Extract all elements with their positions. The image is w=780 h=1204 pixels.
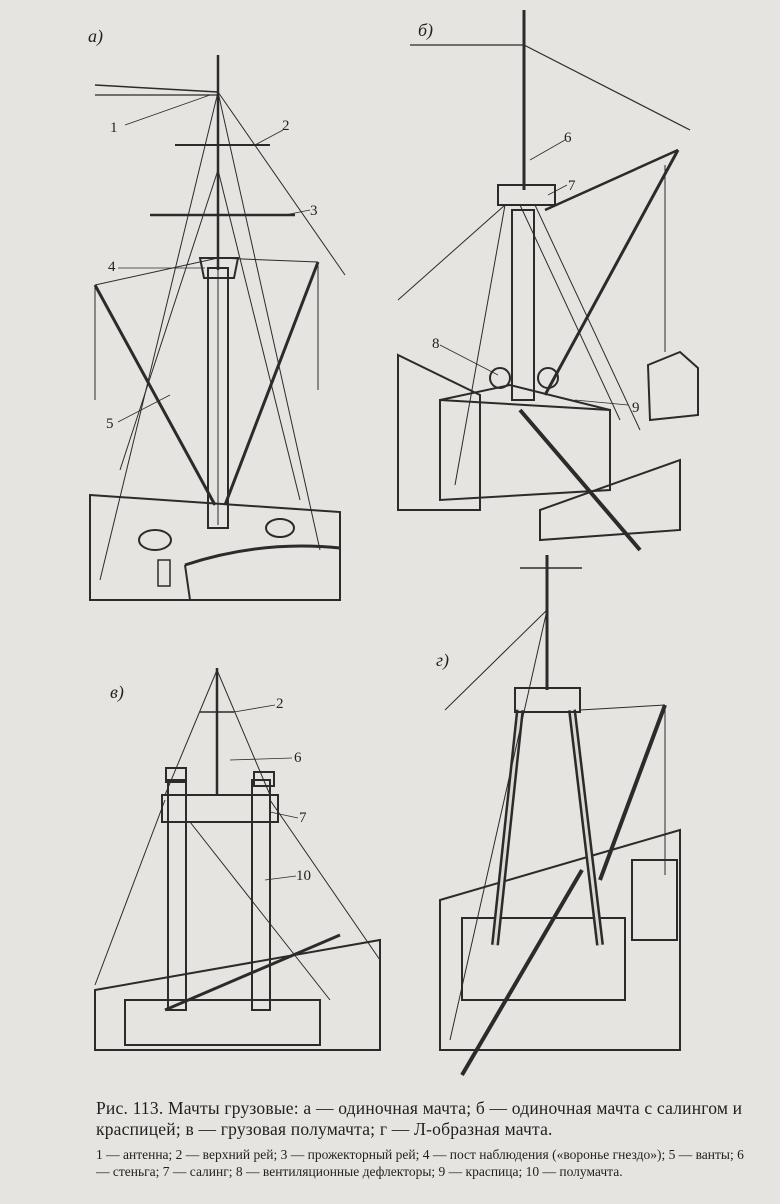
panel-g-label: г) [436, 650, 449, 671]
callout-2: 2 [282, 118, 290, 134]
callout-8: 8 [432, 336, 440, 352]
callout-1: 1 [110, 120, 118, 136]
callout-7: 7 [568, 178, 576, 194]
figure-legend: 1 — антенна; 2 — верхний рей; 3 — прожек… [96, 1146, 760, 1180]
callout-9: 9 [632, 400, 640, 416]
callout-4: 4 [108, 259, 116, 275]
callout-6: 6 [564, 130, 572, 146]
callout-v-2: 2 [276, 696, 284, 712]
panel-v-cargo-half-mast: в) 2 6 7 10 [94, 668, 381, 1051]
callout-5: 5 [106, 416, 114, 432]
callout-v-10: 10 [296, 868, 311, 884]
panel-a-single-mast: а) 1 2 3 4 5 [88, 26, 346, 601]
panel-v-label: в) [110, 682, 124, 703]
callout-3: 3 [310, 203, 318, 219]
figure-illustration: а) 1 2 3 4 5 [88, 10, 699, 1077]
legend-text: 1 — антенна; 2 — верхний рей; 3 — прожек… [96, 1147, 744, 1179]
panel-g-a-frame-mast: г) [436, 555, 681, 1077]
callout-v-6: 6 [294, 750, 302, 766]
callout-v-7: 7 [299, 810, 307, 826]
figure-caption: Рис. 113. Мачты грузовые: а — одиночная … [96, 1098, 760, 1140]
panel-a-label: а) [88, 26, 103, 47]
panel-b-mast-with-spreader: б) 6 7 8 9 [397, 10, 699, 552]
caption-text: Рис. 113. Мачты грузовые: а — одиночная … [96, 1098, 743, 1139]
panel-b-label: б) [418, 20, 433, 41]
